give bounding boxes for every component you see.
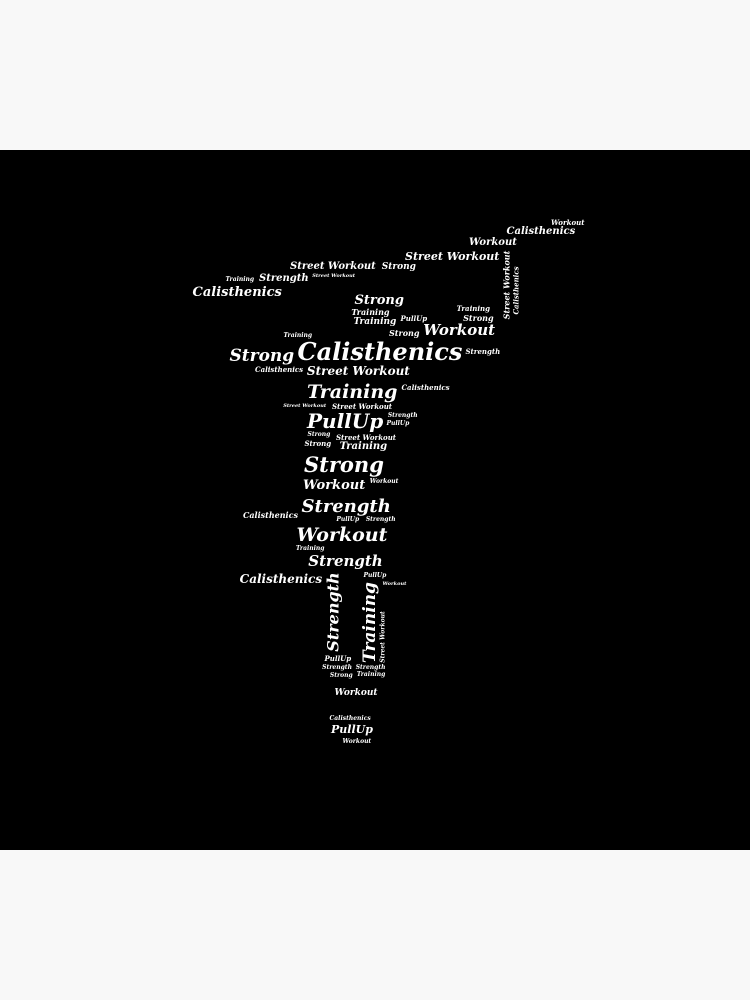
cloud-word: Street Workout bbox=[312, 273, 356, 280]
cloud-word: Strength bbox=[365, 516, 396, 524]
cloud-word: Strong bbox=[229, 345, 295, 366]
cloud-word: Strong bbox=[304, 451, 384, 477]
cloud-word: Training bbox=[283, 331, 313, 339]
cloud-word: Street Workout bbox=[290, 261, 376, 273]
cloud-word: PullUp bbox=[363, 571, 387, 579]
cloud-word: Strength bbox=[322, 664, 352, 672]
cloud-word: Strength bbox=[465, 346, 501, 356]
cloud-word: Training bbox=[339, 440, 388, 452]
cloud-word: Calisthenics bbox=[243, 509, 298, 520]
cloud-word: Workout bbox=[423, 321, 496, 340]
cloud-word: Training bbox=[456, 304, 490, 314]
cloud-word: Workout bbox=[303, 477, 366, 493]
cloud-word: Strong bbox=[463, 312, 494, 323]
cloud-word: Workout bbox=[342, 738, 372, 745]
cloud-word: PullUp bbox=[307, 409, 384, 433]
cloud-word: Strength bbox=[355, 664, 386, 672]
cloud-word: Workout bbox=[369, 477, 399, 485]
cloud-word: Calisthenics bbox=[506, 226, 576, 237]
cloud-word: Street Workout bbox=[332, 401, 393, 411]
cloud-word: Strong bbox=[389, 328, 420, 338]
cloud-word: Workout bbox=[334, 687, 378, 698]
cloud-word: Strength bbox=[323, 572, 343, 652]
cloud-word: Training bbox=[307, 380, 398, 403]
cloud-word: Calisthenics bbox=[255, 364, 304, 374]
cloud-word: Calisthenics bbox=[192, 284, 282, 300]
cloud-word: Street Workout bbox=[283, 402, 327, 409]
cloud-word: Street Workout bbox=[306, 364, 410, 379]
cloud-word: Strength bbox=[259, 273, 309, 285]
cloud-word: Workout bbox=[551, 217, 585, 227]
cloud-word: Strong bbox=[304, 438, 332, 448]
cloud-word: PullUp bbox=[336, 516, 360, 524]
cloud-word: Workout bbox=[469, 237, 517, 248]
cloud-word: Training bbox=[351, 307, 390, 318]
cloud-word: Strong bbox=[354, 292, 404, 308]
cloud-word: Training bbox=[359, 581, 380, 663]
cloud-word: PullUp bbox=[331, 722, 373, 736]
cloud-word: PullUp bbox=[400, 314, 428, 324]
cloud-word: Workout bbox=[296, 523, 388, 546]
cloud-word: Street Workout bbox=[405, 249, 500, 263]
cloud-word: Calisthenics bbox=[239, 572, 323, 587]
cloud-word: Workout bbox=[382, 580, 407, 587]
cloud-word: Street Workout bbox=[336, 432, 397, 442]
cloud-word: Strength bbox=[308, 552, 383, 571]
cloud-word: PullUp bbox=[386, 420, 410, 427]
cloud-word: Training bbox=[225, 276, 255, 283]
cloud-word: Calisthenics bbox=[329, 715, 371, 722]
cloud-word: Calisthenics bbox=[511, 265, 521, 315]
cloud-word: Street Workout bbox=[500, 250, 511, 320]
cloud-word: Calisthenics bbox=[297, 337, 463, 366]
cloud-word: Strength bbox=[301, 496, 391, 517]
cloud-word: Training bbox=[295, 545, 325, 553]
cloud-word: Training bbox=[353, 316, 397, 327]
cloud-word: Street Workout bbox=[379, 611, 387, 663]
cloud-word: Strong bbox=[381, 261, 416, 272]
cloud-word: Calisthenics bbox=[401, 382, 450, 392]
cloud-word: PullUp bbox=[324, 653, 352, 663]
cloud-word: Strong bbox=[307, 431, 331, 438]
cloud-word: Strength bbox=[387, 412, 418, 420]
cloud-word: Strong bbox=[329, 672, 353, 680]
cloud-word: Training bbox=[356, 671, 386, 679]
